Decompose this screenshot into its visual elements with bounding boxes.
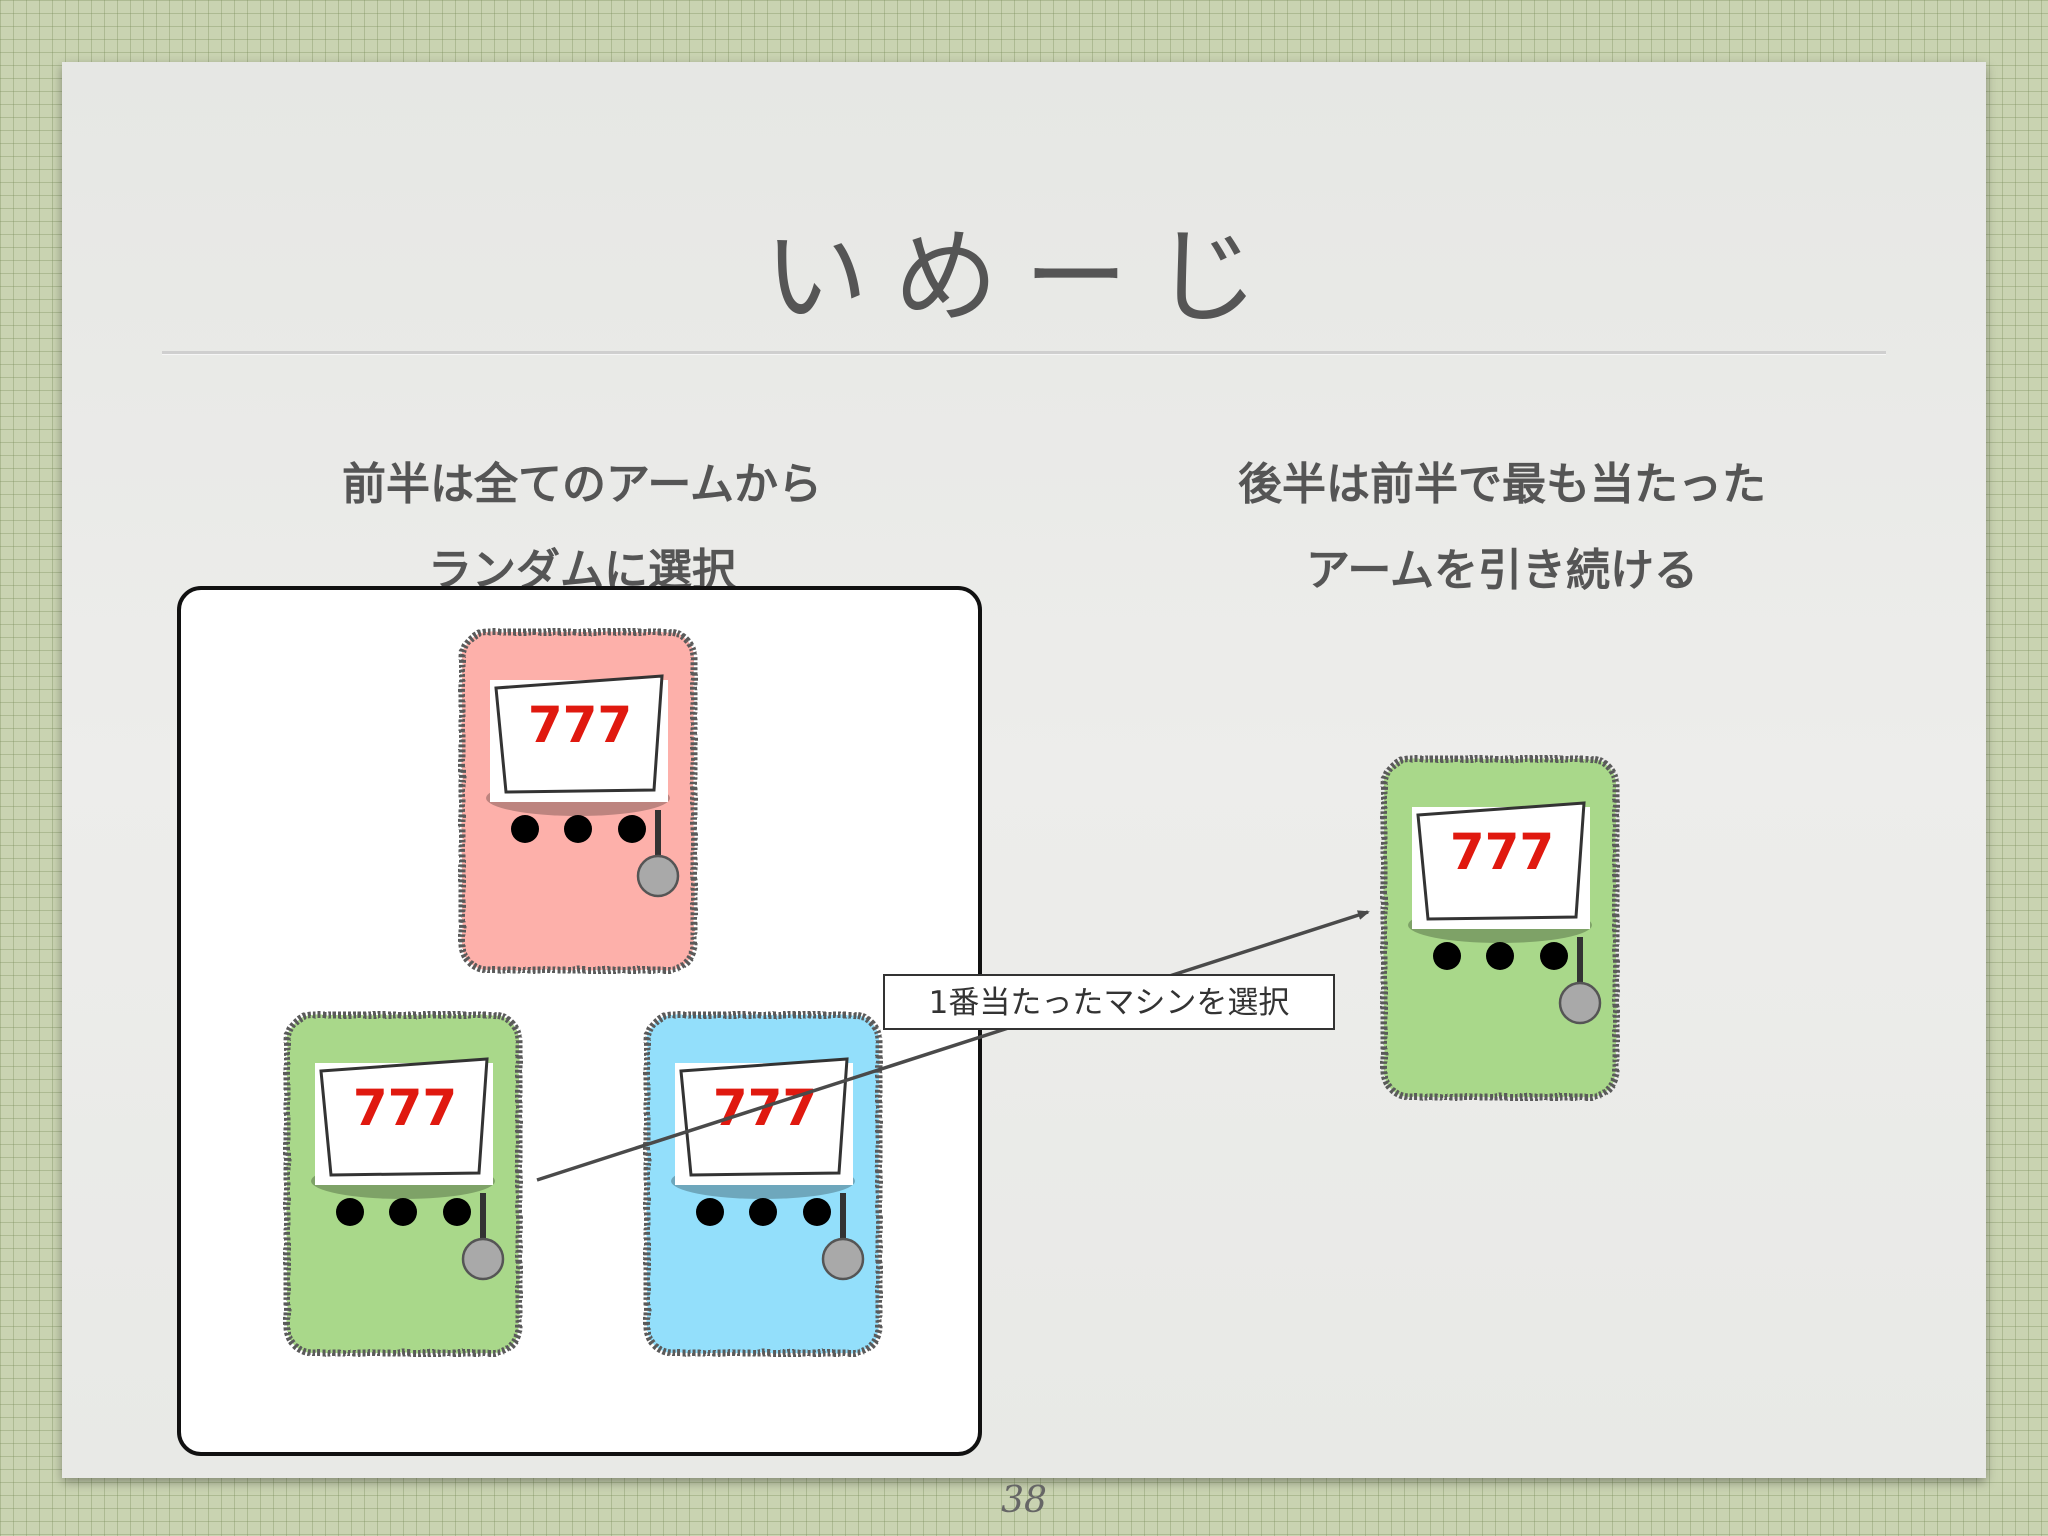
reel-window	[679, 1057, 849, 1177]
slide: いめーじ 前半は全てのアームから ランダムに選択 後半は前半で最も当たった アー…	[62, 62, 1986, 1521]
lever-arm	[655, 810, 661, 856]
machine-button-2	[749, 1198, 777, 1226]
lever-knob	[636, 854, 680, 898]
reel-text: 777	[1450, 823, 1554, 881]
slide-title: いめーじ	[763, 216, 1284, 338]
machine-green: 777	[283, 1011, 523, 1357]
machine-button-3	[443, 1198, 471, 1226]
machine-button-2	[564, 815, 592, 843]
callout-box: 1番当たったマシンを選択	[883, 974, 1335, 1030]
bandit-diagram: 777 777 777 777 1番当たったマシンを選択	[177, 586, 1620, 1456]
reel-text: 777	[353, 1079, 457, 1137]
reel-window	[494, 674, 664, 794]
lever-arm	[1577, 937, 1583, 983]
machine-button-3	[1540, 942, 1568, 970]
machine-blue: 777	[643, 1011, 883, 1357]
machine-pink: 777	[458, 628, 698, 974]
lever-knob	[461, 1237, 505, 1281]
lever-arm	[840, 1193, 846, 1239]
machine-button-1	[336, 1198, 364, 1226]
machines-layer: 777 777 777 777	[283, 628, 1620, 1357]
page-number: 38	[1001, 1480, 1047, 1521]
machine-button-2	[389, 1198, 417, 1226]
right-caption-line-2: アームを引き続ける	[1305, 545, 1699, 596]
machine-button-1	[1433, 942, 1461, 970]
lever-knob	[821, 1237, 865, 1281]
title-divider	[162, 351, 1886, 355]
lever-arm	[480, 1193, 486, 1239]
right-caption: 後半は前半で最も当たった アームを引き続ける	[1152, 442, 1852, 614]
lever-knob	[1558, 981, 1602, 1025]
machine-button-1	[696, 1198, 724, 1226]
reel-window	[1416, 801, 1586, 921]
machine-button-1	[511, 815, 539, 843]
reel-text: 777	[528, 696, 632, 754]
machine-button-2	[1486, 942, 1514, 970]
callout-label: 1番当たったマシンを選択	[929, 985, 1290, 1021]
machine-button-3	[618, 815, 646, 843]
machine-button-3	[803, 1198, 831, 1226]
left-caption-line-1: 前半は全てのアームから	[341, 459, 823, 510]
selection-arrow	[536, 910, 1370, 1182]
reel-window	[319, 1057, 489, 1177]
right-caption-line-1: 後半は前半で最も当たった	[1238, 459, 1766, 510]
machine-selected: 777	[1380, 755, 1620, 1101]
